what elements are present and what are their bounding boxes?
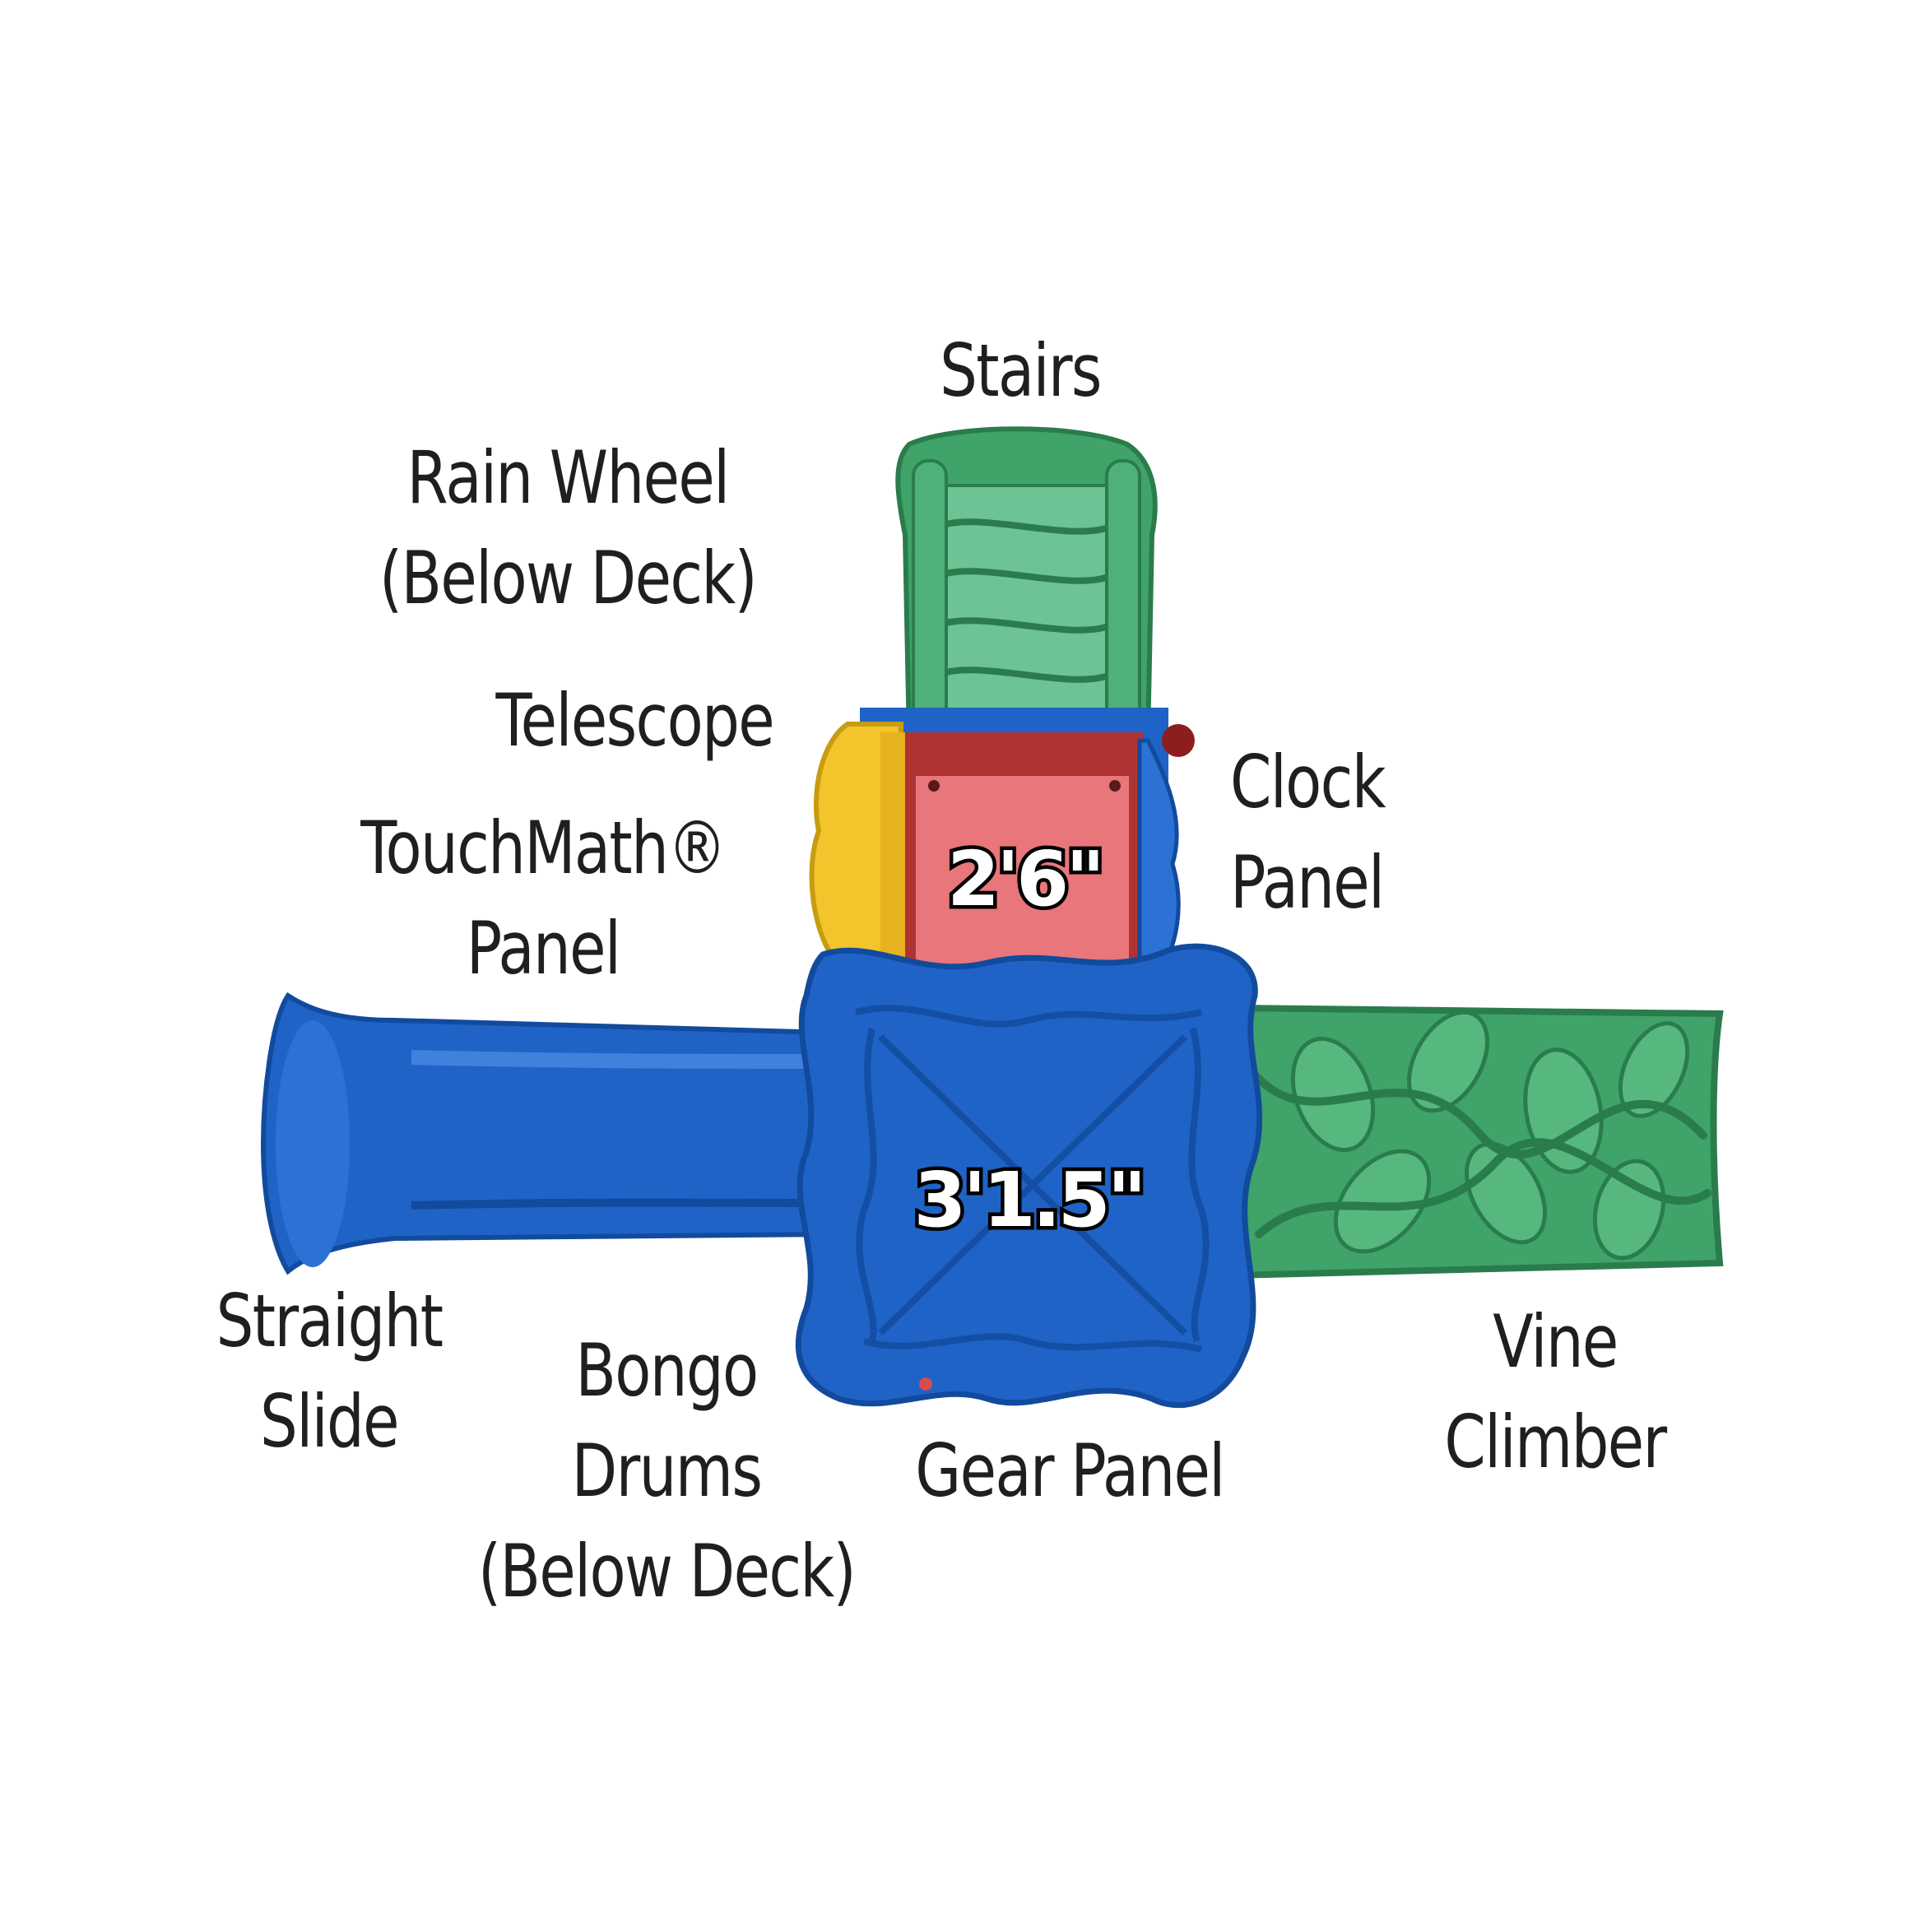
- label-rain-wheel-line-1: Rain Wheel: [406, 435, 730, 520]
- upper-deck-dimension: 2'6": [947, 835, 1102, 923]
- main-deck: [795, 943, 1263, 1409]
- label-gear-line-1: Gear Panel: [915, 1428, 1225, 1513]
- stairs: [895, 426, 1158, 743]
- touchmath-panel: [809, 722, 905, 971]
- label-gear-panel: Gear Panel: [908, 1421, 1232, 1521]
- label-clock-line-1: Clock: [1230, 740, 1386, 824]
- label-clock-panel: Clock Panel: [1230, 732, 1460, 933]
- label-vine-climber: Vine Climber: [1420, 1292, 1690, 1493]
- label-touchmath-panel: TouchMath® Panel: [354, 798, 731, 999]
- label-straight-slide: Straight Slide: [181, 1271, 478, 1472]
- label-straight-slide-line-2: Slide: [260, 1379, 400, 1464]
- straight-slide: [260, 992, 834, 1275]
- label-telescope-line-1: Telescope: [495, 678, 774, 763]
- label-bongo-line-1: Bongo: [575, 1328, 759, 1413]
- main-deck-dimension: 3'1.5": [913, 1156, 1143, 1244]
- upper-deck: [860, 708, 1195, 979]
- label-touchmath-line-2: Panel: [466, 906, 621, 991]
- vine-climber: [1231, 1004, 1724, 1279]
- label-clock-line-2: Panel: [1230, 840, 1385, 925]
- label-vine-line-1: Vine: [1493, 1299, 1619, 1384]
- label-stairs: Stairs: [899, 321, 1141, 421]
- label-bongo-drums: Bongo Drums (Below Deck): [471, 1321, 862, 1622]
- clock-panel: [1137, 738, 1181, 973]
- label-telescope: Telescope: [476, 671, 774, 771]
- label-straight-slide-line-1: Straight: [216, 1279, 444, 1363]
- label-bongo-line-2: Drums: [571, 1428, 763, 1513]
- label-bongo-line-3: (Below Deck): [477, 1529, 857, 1614]
- label-rain-wheel-line-2: (Below Deck): [379, 536, 758, 620]
- label-touchmath-line-1: TouchMath®: [360, 806, 727, 890]
- label-rain-wheel: Rain Wheel (Below Deck): [359, 428, 777, 629]
- label-vine-line-2: Climber: [1444, 1400, 1667, 1484]
- label-stairs-line-1: Stairs: [940, 328, 1102, 413]
